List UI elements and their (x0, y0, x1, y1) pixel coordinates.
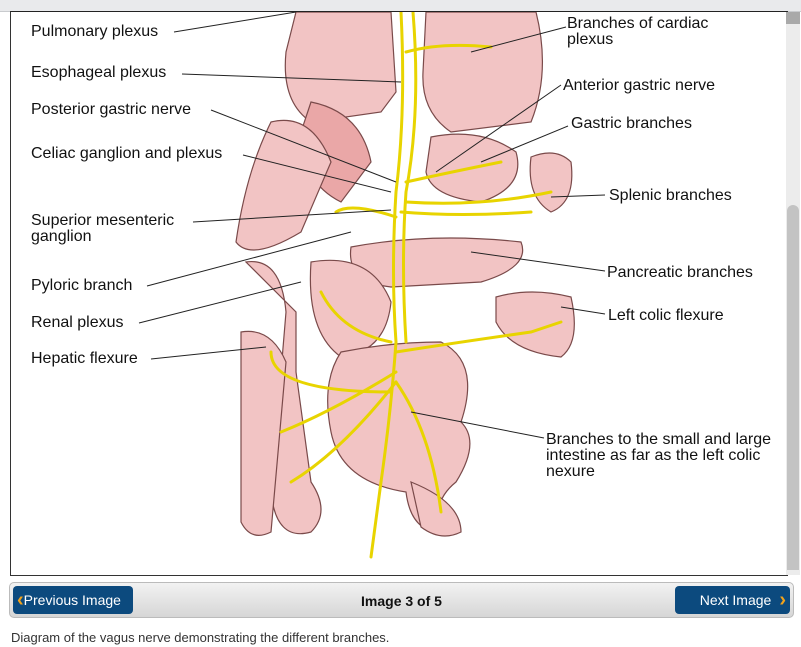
label-intestine-branches: Branches to the small and large intestin… (546, 431, 772, 480)
label-renal-plexus: Renal plexus (31, 314, 124, 331)
scrollbar-thumb[interactable] (787, 205, 799, 570)
label-splenic-branches: Splenic branches (609, 187, 732, 204)
label-superior-mesenteric-ganglion: Superior mesenteric ganglion (31, 212, 175, 245)
label-esophageal-plexus: Esophageal plexus (31, 64, 167, 81)
label-posterior-gastric-nerve: Posterior gastric nerve (31, 101, 192, 118)
label-pancreatic-branches: Pancreatic branches (607, 264, 753, 281)
label-anterior-gastric-nerve: Anterior gastric nerve (563, 77, 716, 94)
chevron-right-icon: › (779, 588, 786, 611)
previous-image-button[interactable]: ‹ Previous Image (13, 586, 133, 614)
label-hepatic-flexure: Hepatic flexure (31, 350, 138, 367)
vagus-nerve-illustration (138, 12, 606, 559)
image-navigation-bar: ‹ Previous Image Image 3 of 5 Next Image… (9, 582, 794, 618)
previous-image-label: Previous Image (23, 592, 121, 608)
scrollbar-up[interactable] (786, 12, 800, 24)
label-gastric-branches: Gastric branches (571, 115, 692, 132)
label-pulmonary-plexus: Pulmonary plexus (31, 23, 159, 40)
image-caption: Diagram of the vagus nerve demonstrating… (11, 630, 390, 645)
image-counter: Image 3 of 5 (361, 593, 442, 609)
next-image-label: Next Image (699, 592, 772, 608)
label-left-colic-flexure: Left colic flexure (608, 307, 724, 324)
chevron-left-icon: ‹ (17, 588, 24, 611)
image-frame: Pulmonary plexus Esophageal plexus Poste… (10, 11, 788, 576)
label-celiac-ganglion: Celiac ganglion and plexus (31, 145, 223, 162)
scrollbar[interactable] (786, 12, 800, 575)
label-pyloric-branch: Pyloric branch (31, 277, 133, 294)
label-cardiac-plexus-branches: Branches of cardiac plexus (567, 15, 709, 48)
next-image-button[interactable]: Next Image › (675, 586, 790, 614)
